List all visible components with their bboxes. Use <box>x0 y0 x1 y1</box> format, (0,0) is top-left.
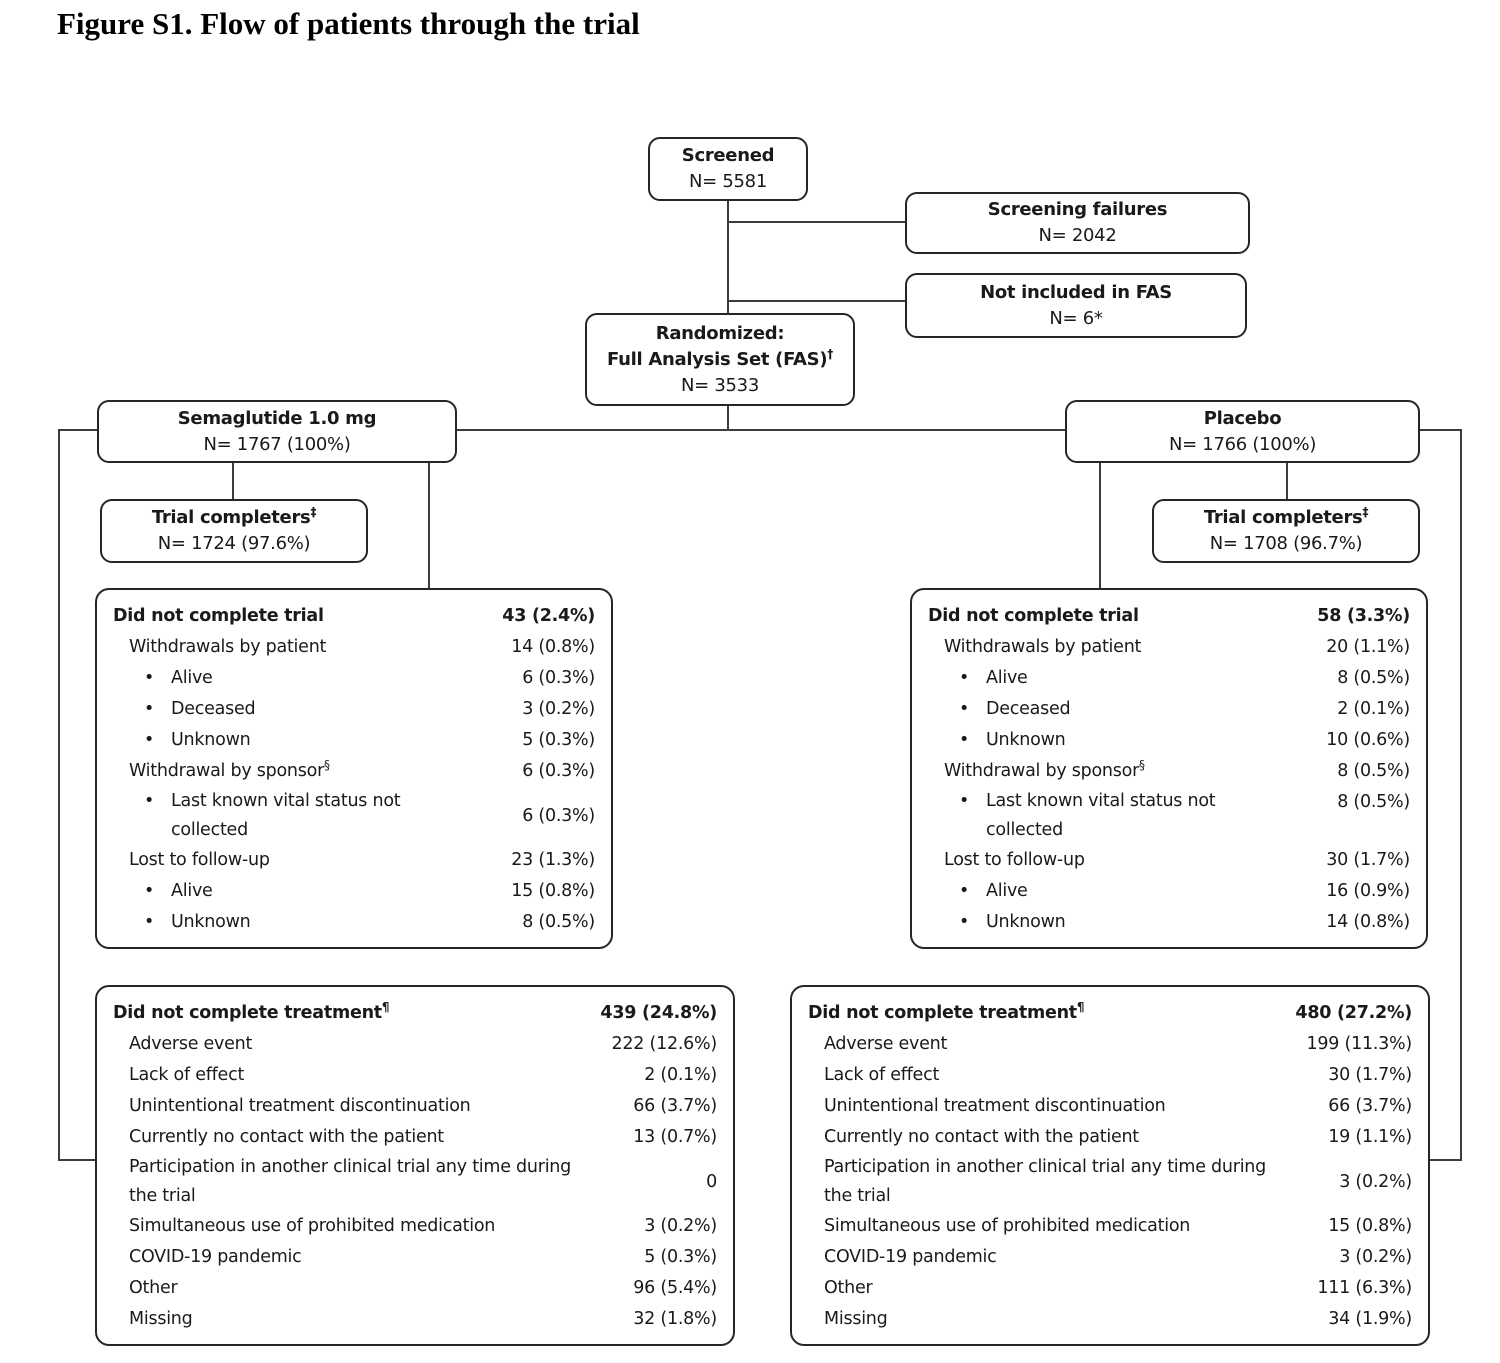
flow-row: Lost to follow-up 23 (1.3%) <box>129 850 595 870</box>
screened-n: N= 5581 <box>689 171 767 192</box>
screening-failures-n: N= 2042 <box>1038 225 1117 246</box>
screening-failures-title: Screening failures <box>987 199 1168 220</box>
flow-row: Other 96 (5.4%) <box>129 1278 717 1298</box>
trial-completers-left-box: Trial completers‡ N= 1724 (97.6%) <box>100 499 368 563</box>
placebo-title: Placebo <box>1203 407 1282 429</box>
flow-row: Missing 32 (1.8%) <box>129 1309 717 1329</box>
flow-row: Withdrawal by sponsor§ 8 (0.5%) <box>944 758 1410 781</box>
did-not-complete-treatment-left-panel: Did not complete treatment¶ 439 (24.8%) … <box>95 985 735 1346</box>
flow-row: Participation in another clinical trial … <box>824 1157 1412 1206</box>
connector-placebo-completers <box>1286 462 1288 500</box>
flow-row: Alive 6 (0.3%) <box>113 663 595 694</box>
flow-row: Unknown 5 (0.3%) <box>113 725 595 756</box>
flow-row: Withdrawals by patient 14 (0.8%) <box>129 637 595 657</box>
placebo-arm-box: Placebo N= 1766 (100%) <box>1065 400 1420 463</box>
screened-title: Screened <box>681 145 775 166</box>
flow-row: Last known vital status not collected 8 … <box>928 787 1410 845</box>
connector-right-stub-top <box>1418 429 1462 431</box>
flow-row: Alive 8 (0.5%) <box>928 663 1410 694</box>
flow-row: Lack of effect 30 (1.7%) <box>824 1065 1412 1085</box>
flow-row: Alive 15 (0.8%) <box>113 876 595 907</box>
randomized-n: N= 3533 <box>681 374 759 396</box>
randomized-line1: Randomized: <box>655 322 785 344</box>
connector-left-stub-top <box>58 429 99 431</box>
placebo-n: N= 1766 (100%) <box>1168 433 1317 455</box>
not-included-fas-title: Not included in FAS <box>980 281 1172 303</box>
trial-completers-right-title: Trial completers‡ <box>1203 505 1369 528</box>
panel-header-row: Did not complete trial 43 (2.4%) <box>113 606 595 626</box>
connector-right-vertical <box>1460 429 1462 1161</box>
connector-left-stub-bottom <box>58 1159 97 1161</box>
semaglutide-arm-box: Semaglutide 1.0 mg N= 1767 (100%) <box>97 400 457 463</box>
connector-arms-horizontal <box>457 429 1067 431</box>
not-included-fas-box: Not included in FAS N= 6* <box>905 273 1247 338</box>
flow-row: Last known vital status not collected 6 … <box>113 787 595 845</box>
connector-sema-completers <box>232 462 234 500</box>
flow-row: Participation in another clinical trial … <box>129 1157 717 1206</box>
flow-row: Adverse event 222 (12.6%) <box>129 1034 717 1054</box>
randomized-line2: Full Analysis Set (FAS)† <box>607 346 833 370</box>
flow-row: Other 111 (6.3%) <box>824 1278 1412 1298</box>
flow-row: Unknown 10 (0.6%) <box>928 725 1410 756</box>
flow-row: Alive 16 (0.9%) <box>928 876 1410 907</box>
did-not-complete-trial-left-panel: Did not complete trial 43 (2.4%) Withdra… <box>95 588 613 949</box>
flow-row: Deceased 3 (0.2%) <box>113 694 595 725</box>
connector-screened-randomized <box>727 200 729 313</box>
flow-row: Unknown 14 (0.8%) <box>928 907 1410 938</box>
flow-row: Unknown 8 (0.5%) <box>113 907 595 938</box>
connector-randomized-arms <box>727 405 729 431</box>
not-included-fas-n: N= 6* <box>1049 307 1103 329</box>
screening-failures-box: Screening failures N= 2042 <box>905 192 1250 254</box>
connector-left-vertical <box>58 429 60 1161</box>
randomized-box: Randomized: Full Analysis Set (FAS)† N= … <box>585 313 855 406</box>
panel-header-row: Did not complete treatment¶ 480 (27.2%) <box>808 1000 1412 1023</box>
flow-row: Missing 34 (1.9%) <box>824 1309 1412 1329</box>
flow-row: Simultaneous use of prohibited medicatio… <box>129 1216 717 1236</box>
screened-box: Screened N= 5581 <box>648 137 808 201</box>
trial-completers-right-box: Trial completers‡ N= 1708 (96.7%) <box>1152 499 1420 563</box>
flow-row: Lost to follow-up 30 (1.7%) <box>944 850 1410 870</box>
connector-screening-failures <box>727 221 907 223</box>
trial-completers-left-n: N= 1724 (97.6%) <box>157 533 311 554</box>
flow-row: Withdrawal by sponsor§ 6 (0.3%) <box>129 758 595 781</box>
flow-row: Unintentional treatment discontinuation … <box>129 1096 717 1116</box>
trial-completers-right-n: N= 1708 (96.7%) <box>1209 533 1363 554</box>
connector-not-included-fas <box>727 300 907 302</box>
flow-row: Adverse event 199 (11.3%) <box>824 1034 1412 1054</box>
flow-row: Lack of effect 2 (0.1%) <box>129 1065 717 1085</box>
flow-row: Deceased 2 (0.1%) <box>928 694 1410 725</box>
semaglutide-n: N= 1767 (100%) <box>203 433 351 455</box>
did-not-complete-treatment-right-panel: Did not complete treatment¶ 480 (27.2%) … <box>790 985 1430 1346</box>
trial-completers-left-title: Trial completers‡ <box>151 505 317 528</box>
figure-title: Figure S1. Flow of patients through the … <box>57 6 640 41</box>
connector-right-stub-bottom <box>1428 1159 1462 1161</box>
flow-row: Unintentional treatment discontinuation … <box>824 1096 1412 1116</box>
flow-row: Simultaneous use of prohibited medicatio… <box>824 1216 1412 1236</box>
flow-row: Withdrawals by patient 20 (1.1%) <box>944 637 1410 657</box>
flow-row: COVID-19 pandemic 3 (0.2%) <box>824 1247 1412 1267</box>
flow-row: Currently no contact with the patient 19… <box>824 1127 1412 1147</box>
flow-row: Currently no contact with the patient 13… <box>129 1127 717 1147</box>
connector-sema-trial <box>428 462 430 589</box>
panel-header-row: Did not complete treatment¶ 439 (24.8%) <box>113 1000 717 1023</box>
flow-row: COVID-19 pandemic 5 (0.3%) <box>129 1247 717 1267</box>
connector-placebo-trial <box>1099 462 1101 589</box>
did-not-complete-trial-right-panel: Did not complete trial 58 (3.3%) Withdra… <box>910 588 1428 949</box>
semaglutide-title: Semaglutide 1.0 mg <box>177 407 377 429</box>
panel-header-row: Did not complete trial 58 (3.3%) <box>928 606 1410 626</box>
